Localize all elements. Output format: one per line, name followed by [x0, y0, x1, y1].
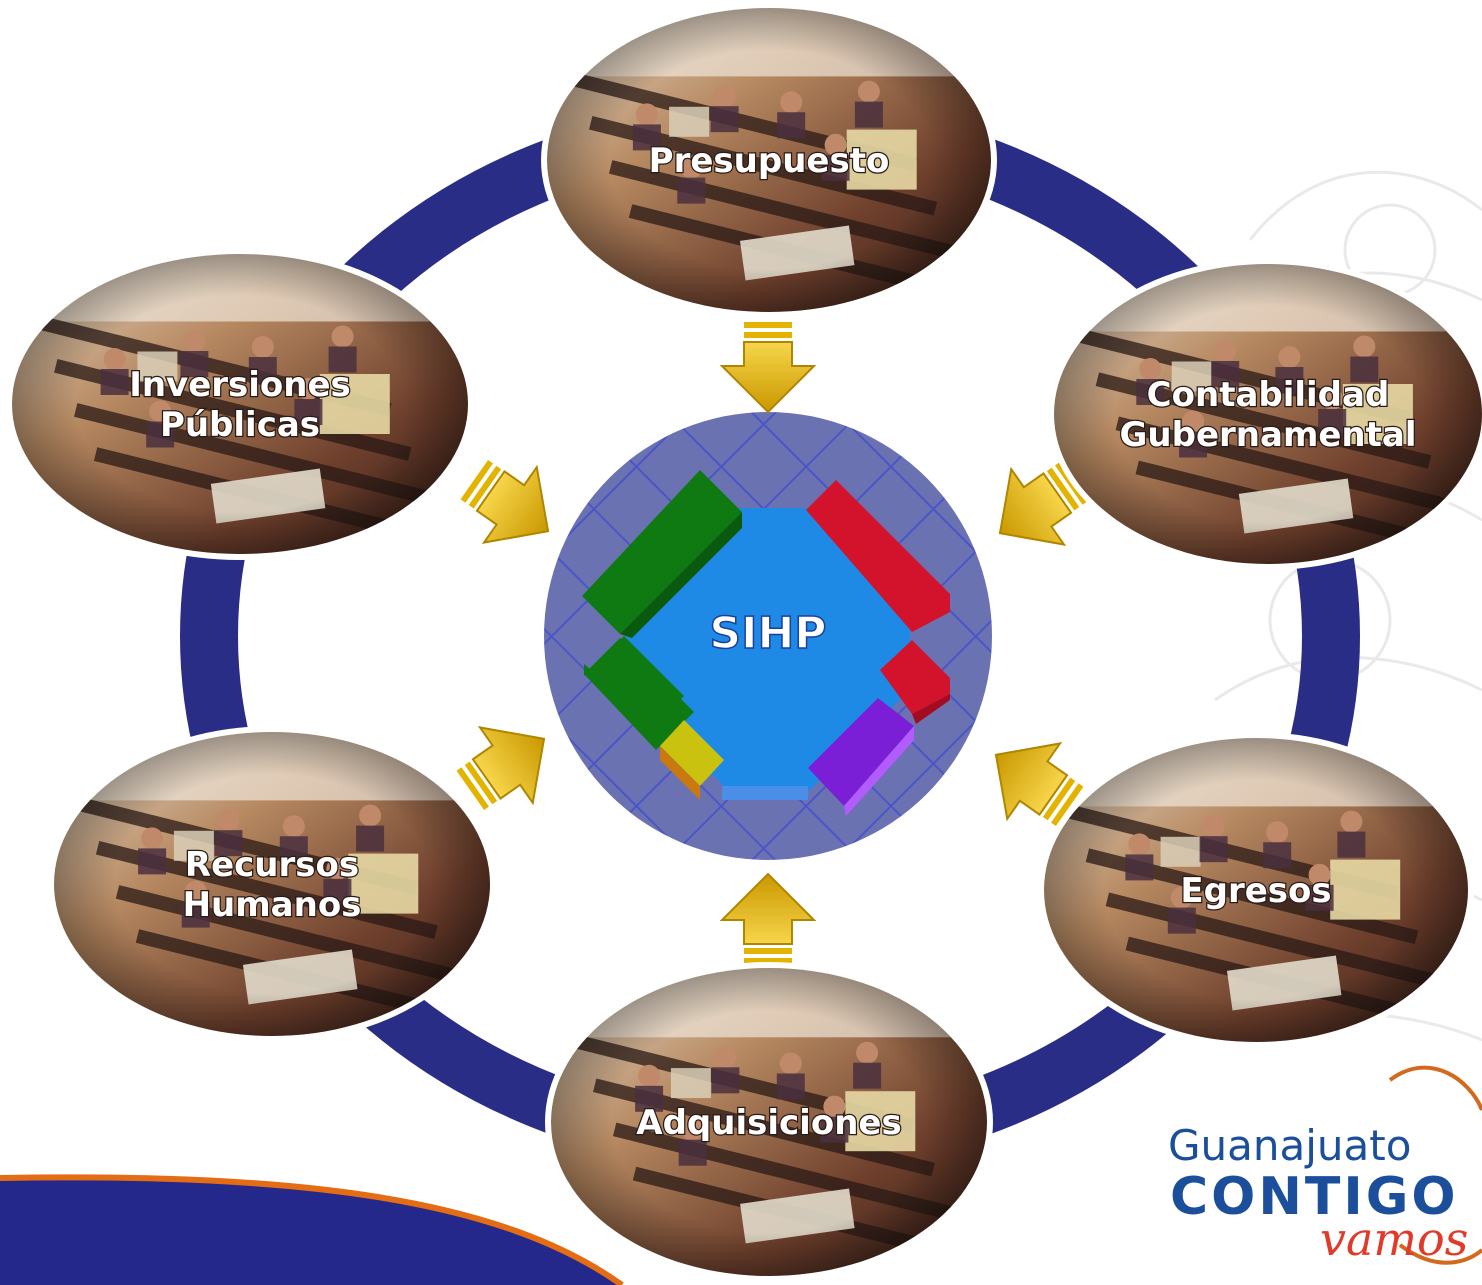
bottom-bar — [722, 786, 808, 800]
module-nodes: PresupuestoContabilidadGubernamentalEgre… — [6, 2, 1482, 1282]
logo-border-scribble — [1388, 1065, 1482, 1265]
office-photo — [12, 254, 468, 554]
office-photo — [551, 968, 987, 1276]
arrow-adquisiciones — [719, 872, 817, 964]
node-label-adquisiciones-1: Adquisiciones — [636, 1103, 901, 1143]
center-label: SIHP — [709, 608, 826, 659]
node-label-recursos-2: Humanos — [183, 885, 362, 925]
logo-line-contigo: CONTIGO — [1170, 1167, 1459, 1227]
node-adquisiciones: Adquisiciones — [545, 962, 993, 1282]
node-label-recursos-1: Recursos — [185, 845, 359, 885]
node-label-presupuesto-1: Presupuesto — [649, 141, 890, 181]
green-blocks — [582, 470, 742, 750]
yellow-block — [660, 720, 724, 800]
node-label-contabilidad-1: Contabilidad — [1147, 375, 1390, 415]
node-label-inversiones-2: Públicas — [160, 405, 320, 445]
arrow-egresos — [994, 742, 1084, 827]
sihp-core — [626, 508, 910, 792]
node-label-inversiones-1: Inversiones — [129, 365, 351, 405]
node-label-contabilidad-2: Gubernamental — [1120, 415, 1417, 455]
arrow-presupuesto — [719, 322, 817, 414]
office-photo — [547, 8, 991, 312]
office-photo — [1054, 264, 1482, 564]
logo-line-guanajuato: Guanajuato — [1168, 1121, 1411, 1170]
logo-line-vamos: vamos — [1320, 1212, 1468, 1266]
guanajuato-logo: Guanajuato CONTIGO vamos — [1168, 1065, 1482, 1266]
red-blocks — [806, 480, 950, 724]
node-label-egresos-1: Egresos — [1180, 871, 1331, 911]
arrow-inversiones — [460, 459, 550, 544]
node-presupuesto: Presupuesto — [541, 2, 997, 318]
purple-blocks — [808, 698, 914, 816]
sihp-emblem: SIHP — [542, 410, 994, 862]
bottom-banner — [0, 1174, 624, 1285]
arrow-recursos — [456, 726, 546, 811]
node-egresos: Egresos — [1038, 732, 1474, 1048]
